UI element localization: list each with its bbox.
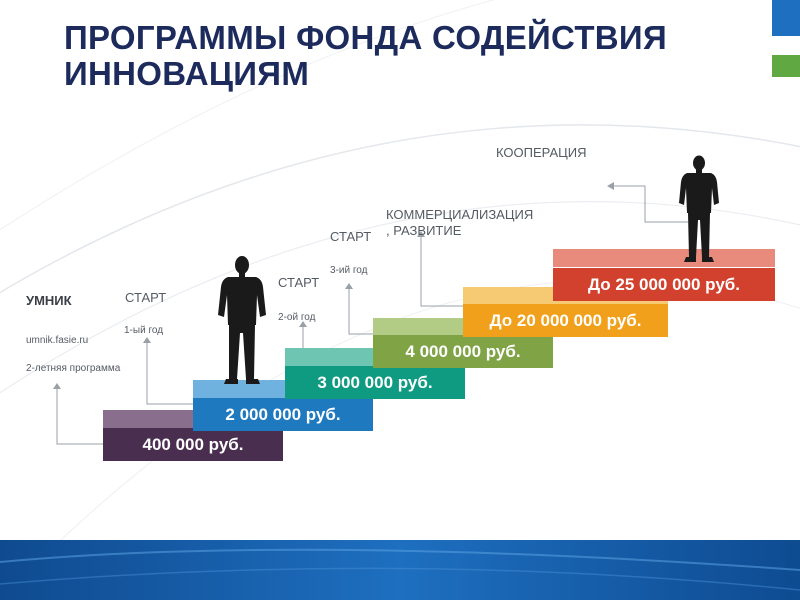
step-start-year-2: 3 000 000 руб. (285, 366, 465, 399)
label-start-3: СТАРТ (330, 229, 372, 244)
slide-title: ПРОГРАММЫ ФОНДА СОДЕЙСТВИЯ ИННОВАЦИЯМ (64, 20, 667, 92)
step-start-year-3: 4 000 000 руб. (373, 335, 553, 368)
title-line-1: ПРОГРАММЫ ФОНДА СОДЕЙСТВИЯ (64, 19, 667, 56)
label-umnik-site: umnik.fasie.ru (26, 335, 89, 346)
connector-development-arrow (417, 231, 425, 237)
person-silhouette-right (679, 155, 719, 262)
connector-umnik (56, 384, 103, 445)
label-start-2: СТАРТ (278, 275, 320, 290)
corner-green-accent (772, 55, 800, 77)
label-start-3-year: 3-ий год (330, 265, 368, 276)
step-top-cooperation (553, 249, 775, 267)
corner-blue-accent (772, 0, 800, 36)
connector-start3-arrow (345, 283, 353, 289)
label-start-1-year: 1-ый год (124, 325, 164, 336)
connector-start2-arrow (299, 321, 307, 327)
label-umnik: УМНИК (26, 293, 72, 308)
label-development-line-2: , РАЗВИТИЕ (386, 223, 462, 238)
step-cooperation: До 25 000 000 руб. (553, 268, 775, 301)
label-umnik-duration: 2-летняя программа (26, 363, 121, 374)
connector-cooperation-arrow (607, 182, 614, 190)
step-start-year-1: 2 000 000 руб. (193, 398, 373, 431)
label-cooperation: КООПЕРАЦИЯ (496, 145, 587, 160)
person-silhouette-left (218, 256, 266, 384)
step-development: До 20 000 000 руб. (463, 304, 668, 337)
connector-cooperation (608, 185, 688, 223)
label-development-line-1: КОММЕРЦИАЛИЗАЦИЯ (386, 207, 534, 222)
connector-development (420, 232, 463, 307)
connector-start3 (348, 284, 373, 335)
label-start-2-year: 2-ой год (278, 312, 316, 323)
step-umnik: 400 000 руб. (103, 428, 283, 461)
connector-umnik-arrow (53, 383, 61, 389)
connector-start1-arrow (143, 337, 151, 343)
title-line-2: ИННОВАЦИЯМ (64, 55, 310, 92)
connector-start1 (146, 338, 193, 405)
label-start-1: СТАРТ (125, 290, 167, 305)
footer-band (0, 540, 800, 600)
